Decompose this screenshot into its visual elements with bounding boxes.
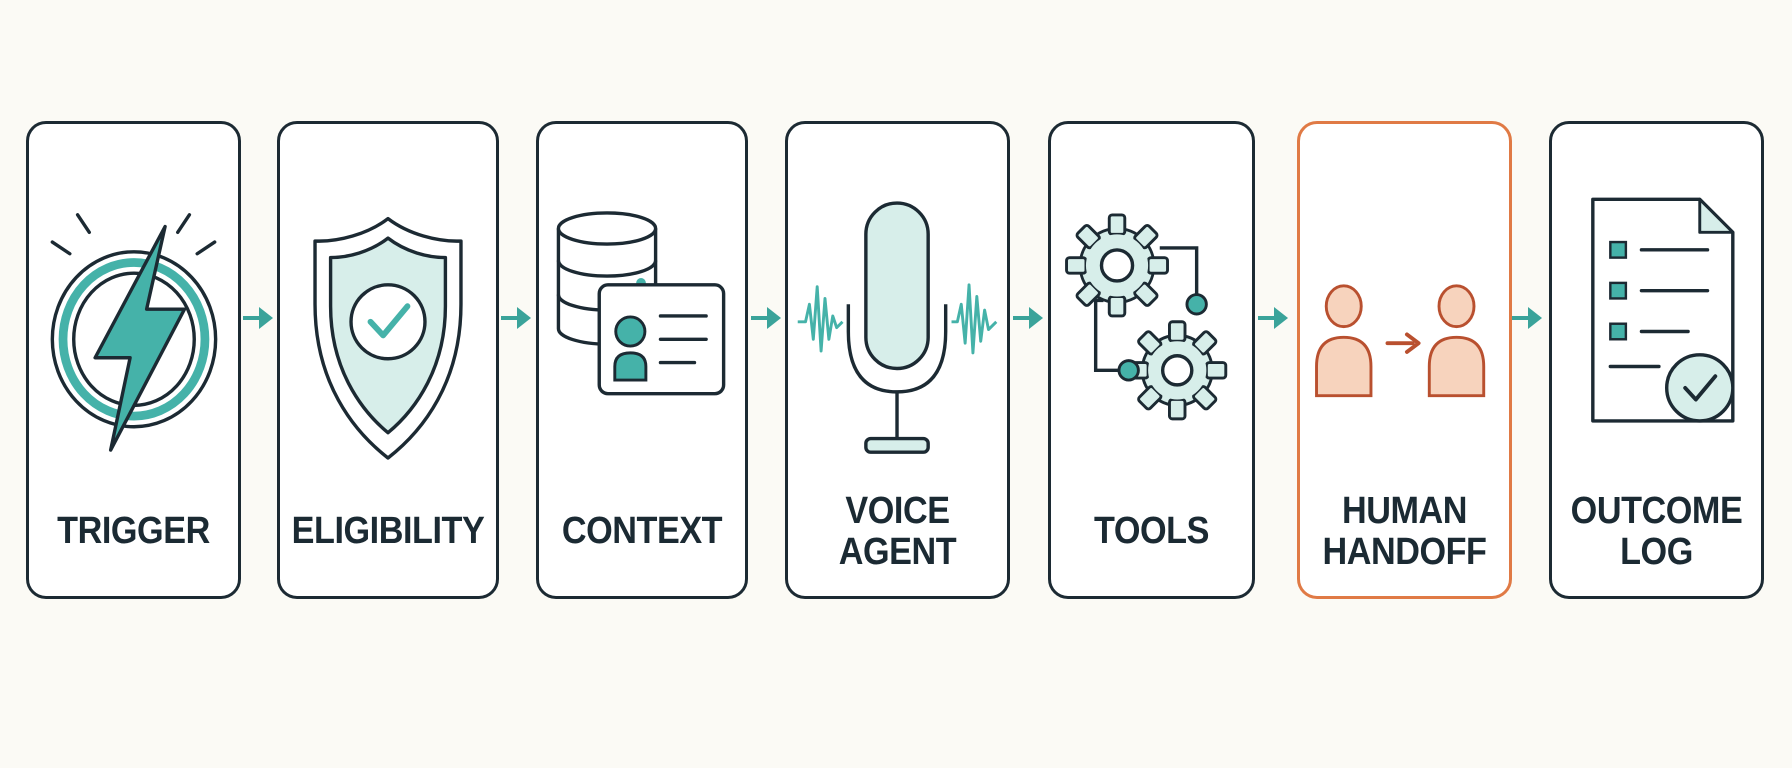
arrow-right-icon <box>501 307 531 329</box>
step-human-handoff: HUMAN HANDOFF <box>1297 121 1512 599</box>
document-checklist-icon <box>1591 197 1735 423</box>
step-label: TOOLS <box>1094 510 1209 553</box>
step-label: ELIGIBILITY <box>291 510 485 553</box>
step-trigger: TRIGGER <box>26 121 241 599</box>
arrow-right-icon <box>751 307 781 329</box>
person-icon <box>1427 284 1486 398</box>
step-label: VOICE AGENT <box>838 489 957 573</box>
arrow-right-icon <box>243 307 273 329</box>
step-outcome-log: OUTCOME LOG <box>1549 121 1764 599</box>
step-label: HUMAN HANDOFF <box>1322 489 1487 573</box>
database-profile-card-icon <box>556 211 726 396</box>
arrow-right-icon <box>1013 307 1043 329</box>
arrow-right-icon <box>1512 307 1542 329</box>
person-icon <box>1315 284 1373 398</box>
step-voice-agent: VOICE AGENT <box>785 121 1010 599</box>
person-handoff-icon <box>1315 284 1486 398</box>
step-label: CONTEXT <box>561 510 723 553</box>
step-label: OUTCOME LOG <box>1570 489 1743 573</box>
step-label: TRIGGER <box>57 510 210 553</box>
arrow-right-icon <box>1258 307 1288 329</box>
microphone-icon <box>797 201 998 454</box>
shield-check-icon <box>313 216 463 460</box>
gears-icon <box>1065 213 1228 421</box>
step-eligibility: ELIGIBILITY <box>277 121 499 599</box>
step-context: CONTEXT <box>536 121 748 599</box>
lightning-bolt-icon <box>50 213 218 452</box>
step-tools: TOOLS <box>1048 121 1255 599</box>
